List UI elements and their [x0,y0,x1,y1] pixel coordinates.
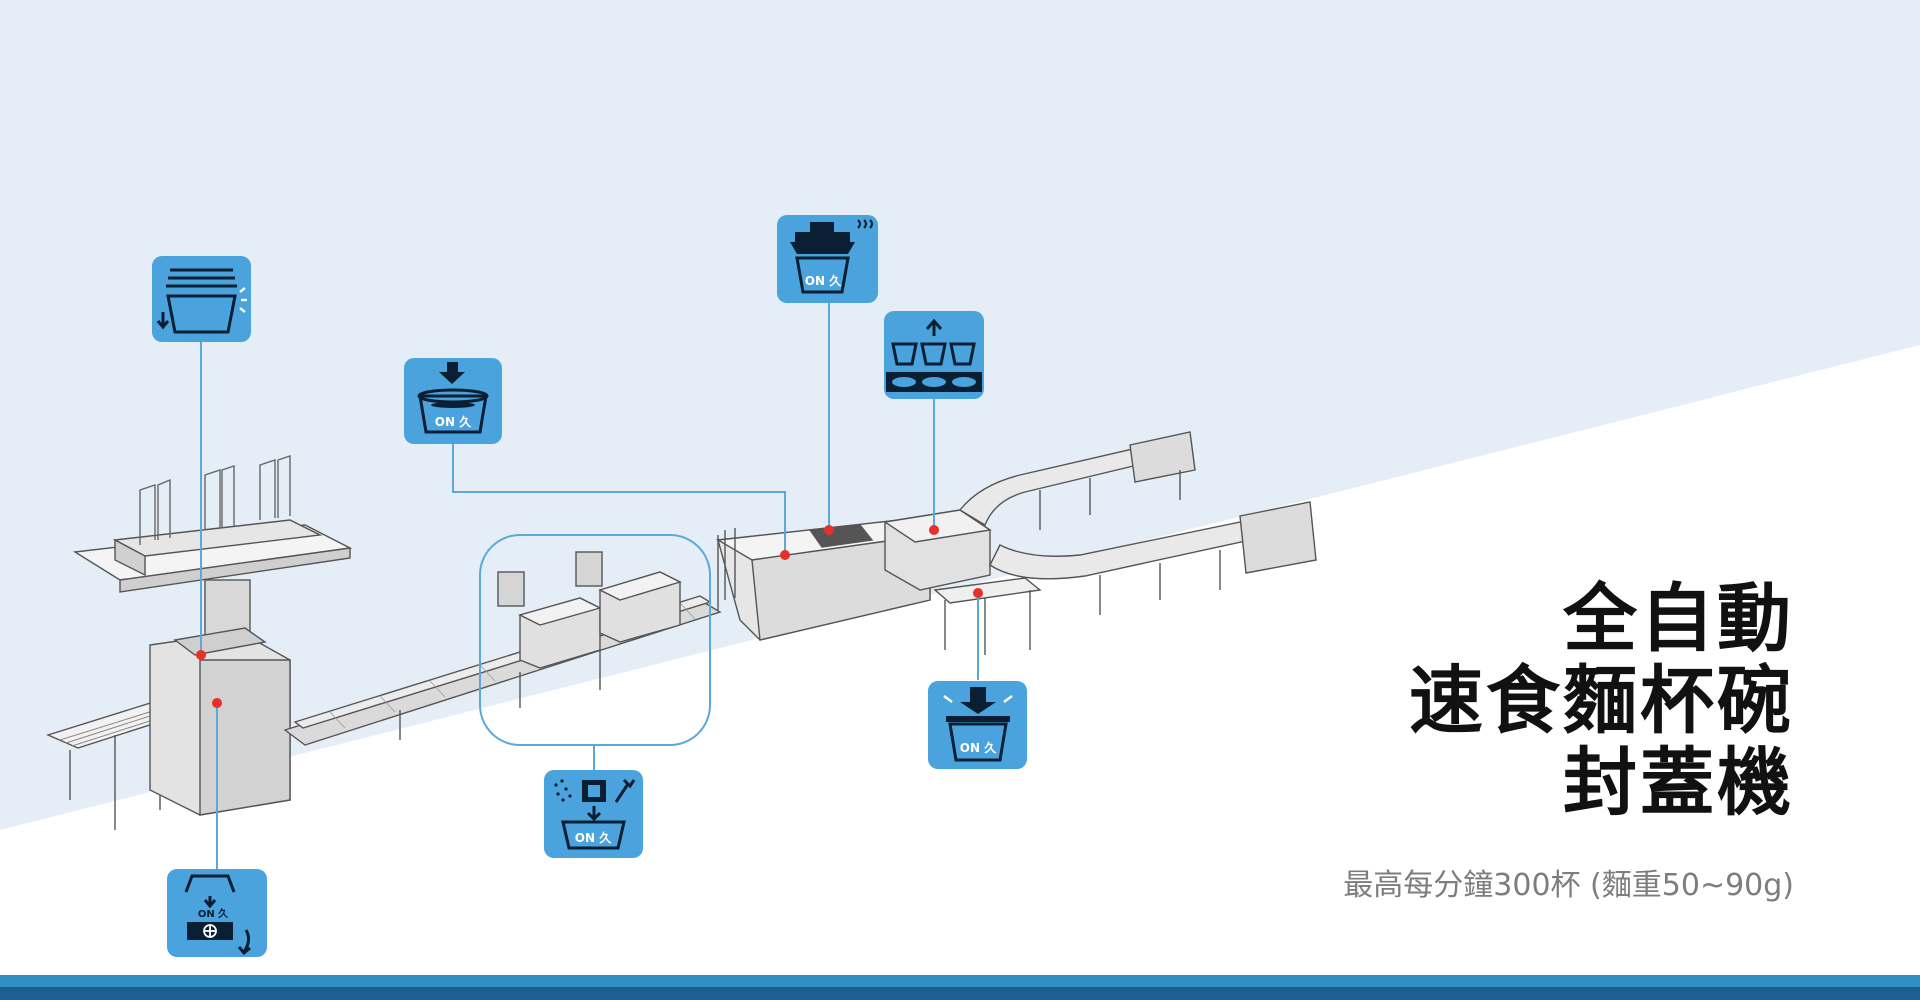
icon-label-text: ON 久 [198,907,229,920]
floor-background [0,345,1920,975]
cup-flip-icon: ON 久 [167,869,267,957]
marker-noodle-insert [780,550,790,560]
station-markers [196,525,983,708]
marker-lid-press [973,588,983,598]
marker-steam-seal [824,525,834,535]
marker-cup-drop [196,650,206,660]
seasoning-fork-icon: ON 久 [544,770,643,858]
outfeed-table [933,577,1042,604]
capacity-subtitle: 最高每分鐘300杯 (麵重50~90g) [1343,868,1794,903]
cup-drop-icon [152,256,251,342]
icon-label-text: ON 久 [960,740,997,755]
footer-stripe-light [0,975,1920,987]
product-title: 全自動 速食麵杯碗 封蓋機 [1409,578,1794,824]
cup-lift-icon [884,311,984,399]
title-line-2: 速食麵杯碗 [1409,658,1794,744]
machine-line [45,431,1317,830]
noodle-insert-icon: ON 久 [404,358,502,444]
title-line-1: 全自動 [1563,576,1794,662]
icon-label-text: ON 久 [435,414,472,429]
steam-seal-icon: ON 久 [777,215,878,303]
title-line-3: 封蓋機 [1563,740,1794,826]
icon-label-text: ON 久 [575,830,612,845]
footer-stripe-dark [0,987,1920,1000]
marker-cup-lift [929,525,939,535]
icon-label-text: ON 久 [805,273,842,288]
lid-press-icon: ON 久 [928,681,1027,769]
marker-cup-flip [212,698,222,708]
connector-lines [200,302,979,870]
